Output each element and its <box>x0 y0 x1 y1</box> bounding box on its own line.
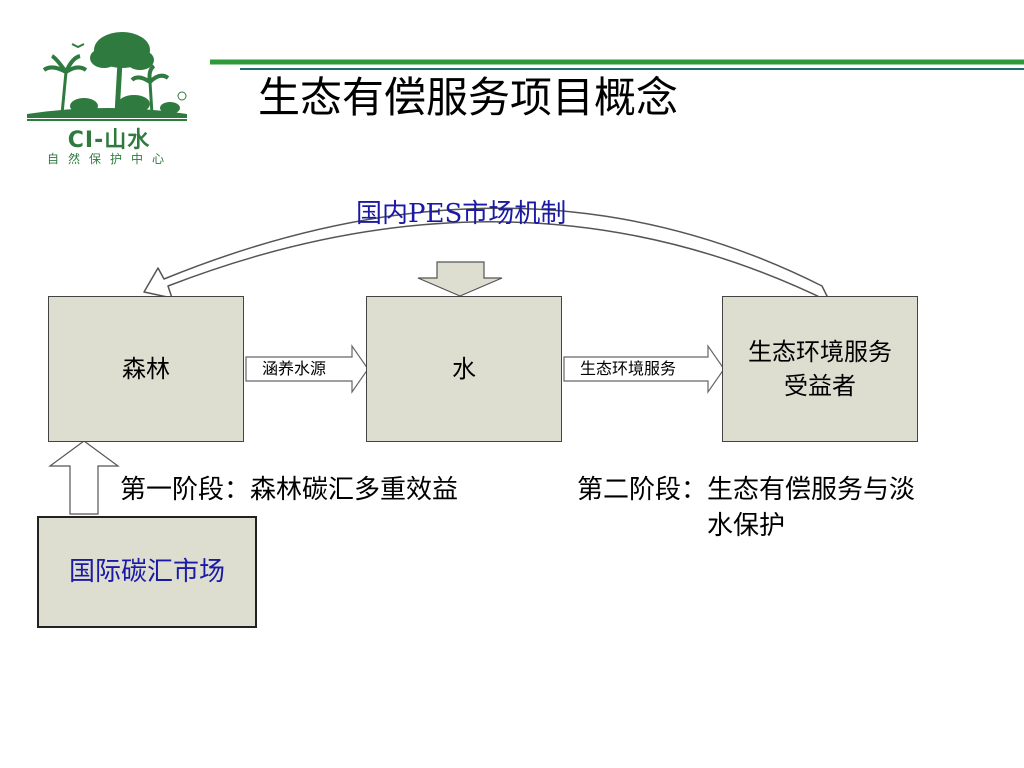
forest-to-water-arrow <box>245 344 369 394</box>
carbon-up-arrow <box>48 440 120 515</box>
logo: CI-山水 自然保护中心 <box>22 22 192 172</box>
edge-water-to-beneficiary-label: 生态环境服务 <box>580 359 677 378</box>
edge-forest-to-water-label: 涵养水源 <box>262 359 327 378</box>
node-forest-label: 森林 <box>122 355 170 383</box>
title-underline-decoration <box>210 59 1024 70</box>
page-title: 生态有偿服务项目概念 <box>258 73 679 122</box>
stage-1-text: 第一阶段：森林碳汇多重效益 <box>120 475 459 505</box>
node-water: 水 <box>366 296 562 442</box>
pes-curved-arrow <box>143 207 831 303</box>
node-forest: 森林 <box>48 296 244 442</box>
node-beneficiary: 生态环境服务受益者 <box>722 296 918 442</box>
water-to-beneficiary-arrow <box>563 344 725 394</box>
node-beneficiary-label: 生态环境服务受益者 <box>748 338 892 400</box>
logo-brand: CI-山水 <box>67 128 151 153</box>
node-carbon-market: 国际碳汇市场 <box>37 516 257 628</box>
pes-mechanism-label: 国内PES市场机制 <box>356 199 567 229</box>
rainforest-logo-icon <box>27 32 187 121</box>
logo-subtitle: 自然保护中心 <box>46 152 173 166</box>
pes-down-arrow <box>417 261 503 297</box>
node-carbon-market-label: 国际碳汇市场 <box>68 557 225 587</box>
stage-2-text: 第二阶段：生态有偿服务与淡水保护 <box>576 475 915 541</box>
node-water-label: 水 <box>452 355 476 383</box>
